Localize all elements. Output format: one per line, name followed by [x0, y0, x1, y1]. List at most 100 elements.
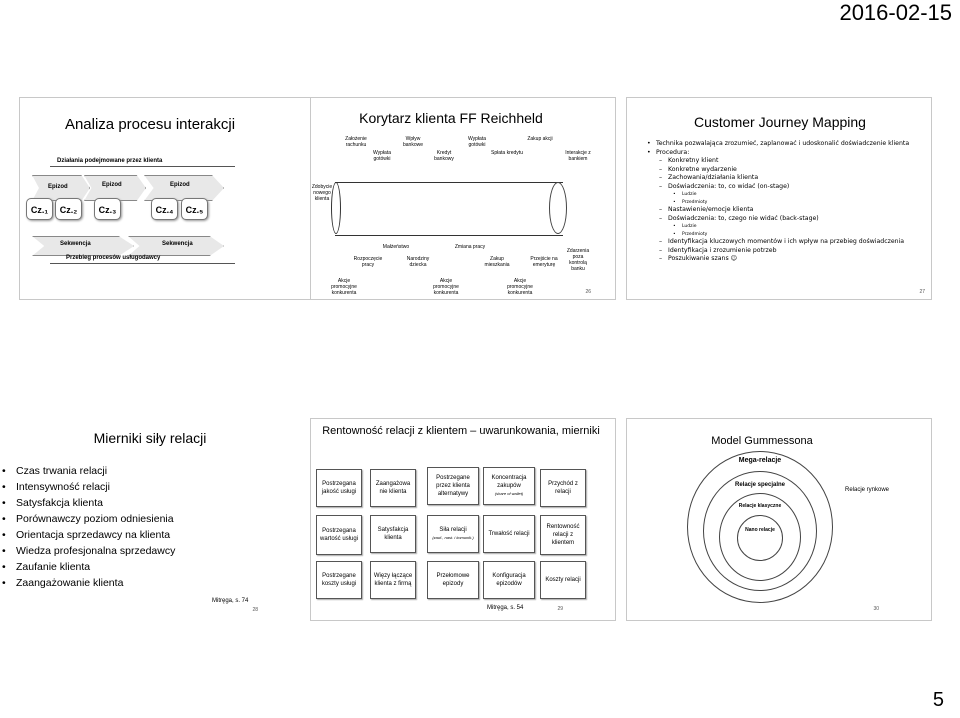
ring-nano — [737, 515, 783, 561]
metric-item: Zaufanie klienta — [0, 559, 290, 575]
journey-text: Identyfikacja i zrozumienie potrzeb — [668, 246, 777, 254]
relation-box: Koszty relacji — [540, 561, 586, 599]
sequence-label: Sekwencja — [60, 241, 91, 247]
bullet-mark: • — [673, 199, 676, 205]
journey-item: –Identyfikacja i zrozumienie potrzeb — [647, 247, 917, 256]
journey-item: •Ludzie — [647, 223, 917, 231]
slide-relationship-metrics: Mierniki siły relacji Czas trwania relac… — [0, 418, 310, 621]
slide-number: 27 — [919, 289, 925, 295]
bottom-event: Akcje promocyjne konkurenta — [433, 278, 459, 296]
relation-box: Konfiguracja epizodów — [483, 561, 535, 599]
slide-title: Korytarz klienta FF Reichheld — [359, 110, 543, 126]
bullet-mark: – — [659, 206, 663, 213]
top-event: Zakup akcji — [527, 136, 553, 142]
journey-item: • Technika pozwalająca zrozumieć, zaplano… — [647, 140, 917, 149]
bullet-mark: – — [659, 174, 663, 181]
journey-text: Procedura: — [656, 148, 690, 156]
journey-item: •Procedura: — [647, 149, 917, 158]
metric-item: Czas trwania relacji — [0, 463, 290, 479]
slide-title: Analiza procesu interakcji — [64, 116, 236, 133]
slide-number: 26 — [585, 289, 591, 295]
bullet-mark: • — [673, 192, 676, 197]
relation-box: Więzy łączące klienta z firmą — [370, 561, 416, 599]
relation-box: Zaangażowa nie klienta — [370, 469, 416, 507]
bullet-mark: • — [673, 224, 676, 229]
bottom-event: Rozpoczęcie pracy — [353, 256, 383, 268]
journey-item: –Poszukiwanie szans ☺ — [647, 255, 917, 264]
journey-item: –Nastawienie/emocje klienta — [647, 206, 917, 215]
journey-text: Nastawienie/emocje klienta — [668, 206, 754, 213]
journey-item: –Konkretne wydarzenie — [647, 166, 917, 175]
slide-gummesson-model: Model Gummessona Mega-relacje Relacje sp… — [626, 418, 932, 621]
relation-box: Postrzegane przez klienta alternatywy — [427, 467, 479, 505]
slide-process-analysis: Analiza procesu interakcji Działania pod… — [19, 97, 325, 300]
cz-box: Cz.₃ — [94, 198, 121, 220]
bullet-mark: • — [647, 140, 651, 147]
box-grid: Postrzegana jakość usługi Zaangażowa nie… — [311, 419, 615, 620]
journey-text: Przedmioty — [682, 231, 708, 237]
relation-box: Rentowność relacji z klientem — [540, 515, 586, 555]
bullet-mark: – — [659, 214, 663, 222]
slide-customer-journey: Customer Journey Mapping • Technika pozwa… — [626, 97, 932, 300]
bullet-mark: – — [659, 255, 663, 262]
journey-item: –Zachowania/działania klienta — [647, 174, 917, 183]
journey-text: Ludzie — [682, 192, 697, 197]
top-event: Wypłata gotówki — [467, 136, 487, 148]
corridor-tube — [335, 182, 563, 236]
slide-title: Customer Journey Mapping — [694, 114, 866, 130]
actions-line — [50, 166, 235, 167]
slide-title: Model Gummessona — [711, 435, 813, 447]
metric-item: Satysfakcja klienta — [0, 495, 290, 511]
bottom-event: Narodziny dziecka — [406, 256, 430, 268]
top-event: Wypłata gotówki — [372, 150, 392, 162]
relation-box: Satysfakcja klienta — [370, 515, 416, 553]
sequence-label: Sekwencja — [162, 241, 193, 247]
bullet-mark: – — [659, 182, 663, 190]
slide-title: Rentowność relacji z klientem – uwarunko… — [322, 425, 600, 437]
actions-label: Działania podejmowane przez klienta — [57, 158, 163, 164]
right-top-label: Interakcje z bankiem — [565, 150, 591, 162]
slide-customer-corridor: Korytarz klienta FF Reichheld Zdobycie n… — [310, 97, 616, 300]
journey-item: • Ludzie — [647, 191, 917, 199]
relation-box: Koncentracja zakupów(share of wallet) — [483, 467, 535, 505]
metrics-list: Czas trwania relacji Intensywność relacj… — [0, 463, 290, 591]
metric-item: Porównawczy poziom odniesienia — [0, 511, 290, 527]
bullet-mark: – — [659, 246, 663, 254]
bottom-event: Akcje promocyjne konkurenta — [507, 278, 533, 296]
bullet-mark: – — [659, 238, 663, 245]
page-number: 5 — [932, 689, 944, 711]
ring-classic — [719, 493, 801, 581]
ring-label: Nano relacje — [745, 527, 775, 533]
bullet-mark: • — [673, 231, 676, 237]
episode-label: Epizod — [102, 182, 122, 188]
right-bottom-label: Zdarzenia poza kontrolą banku — [566, 248, 590, 272]
bottom-event: Małżeństwo — [382, 244, 410, 250]
page-date: 2016-02-15 — [839, 0, 952, 25]
episode-label: Epizod — [48, 184, 68, 190]
process-label: Przebieg procesów usługodawcy — [66, 255, 161, 261]
relation-box: Siła relacji(zauf., nast. i komunik.) — [427, 515, 479, 553]
relation-box: Postrzegana wartość usługi — [316, 515, 362, 555]
source-note: Mitręga, s. 54 — [487, 605, 524, 611]
corridor-end — [549, 182, 567, 234]
relation-box: Trwałość relacji — [483, 515, 535, 553]
source-note: Mitręga, s. 74 — [212, 598, 249, 604]
bullet-mark: – — [659, 165, 663, 173]
journey-item: –Doświadczenia: to, czego nie widać (bac… — [647, 215, 917, 224]
episode-label: Epizod — [170, 182, 190, 188]
metric-item: Wiedza profesjonalna sprzedawcy — [0, 543, 290, 559]
journey-text: Przedmioty — [682, 199, 708, 205]
slide-number: 29 — [557, 606, 563, 612]
relation-box: Przełomowe epizody — [427, 561, 479, 599]
cz-box: Cz.₅ — [181, 198, 208, 220]
journey-text: Konkretny klient — [668, 157, 719, 164]
journey-text: Technika pozwalająca zrozumieć, zaplanow… — [656, 140, 910, 147]
journey-text: Poszukiwanie szans ☺ — [668, 255, 738, 262]
slide-profitability: Rentowność relacji z klientem – uwarunko… — [310, 418, 616, 621]
ring-special — [703, 471, 817, 591]
journey-text: Doświadczenia: to, czego nie widać (back… — [668, 214, 819, 222]
journey-item: • Przedmioty — [647, 231, 917, 239]
ring-mega — [687, 451, 833, 603]
journey-text: Identyfikacja kluczowych momentów i ich … — [668, 238, 905, 245]
slide-number: 28 — [252, 607, 258, 613]
